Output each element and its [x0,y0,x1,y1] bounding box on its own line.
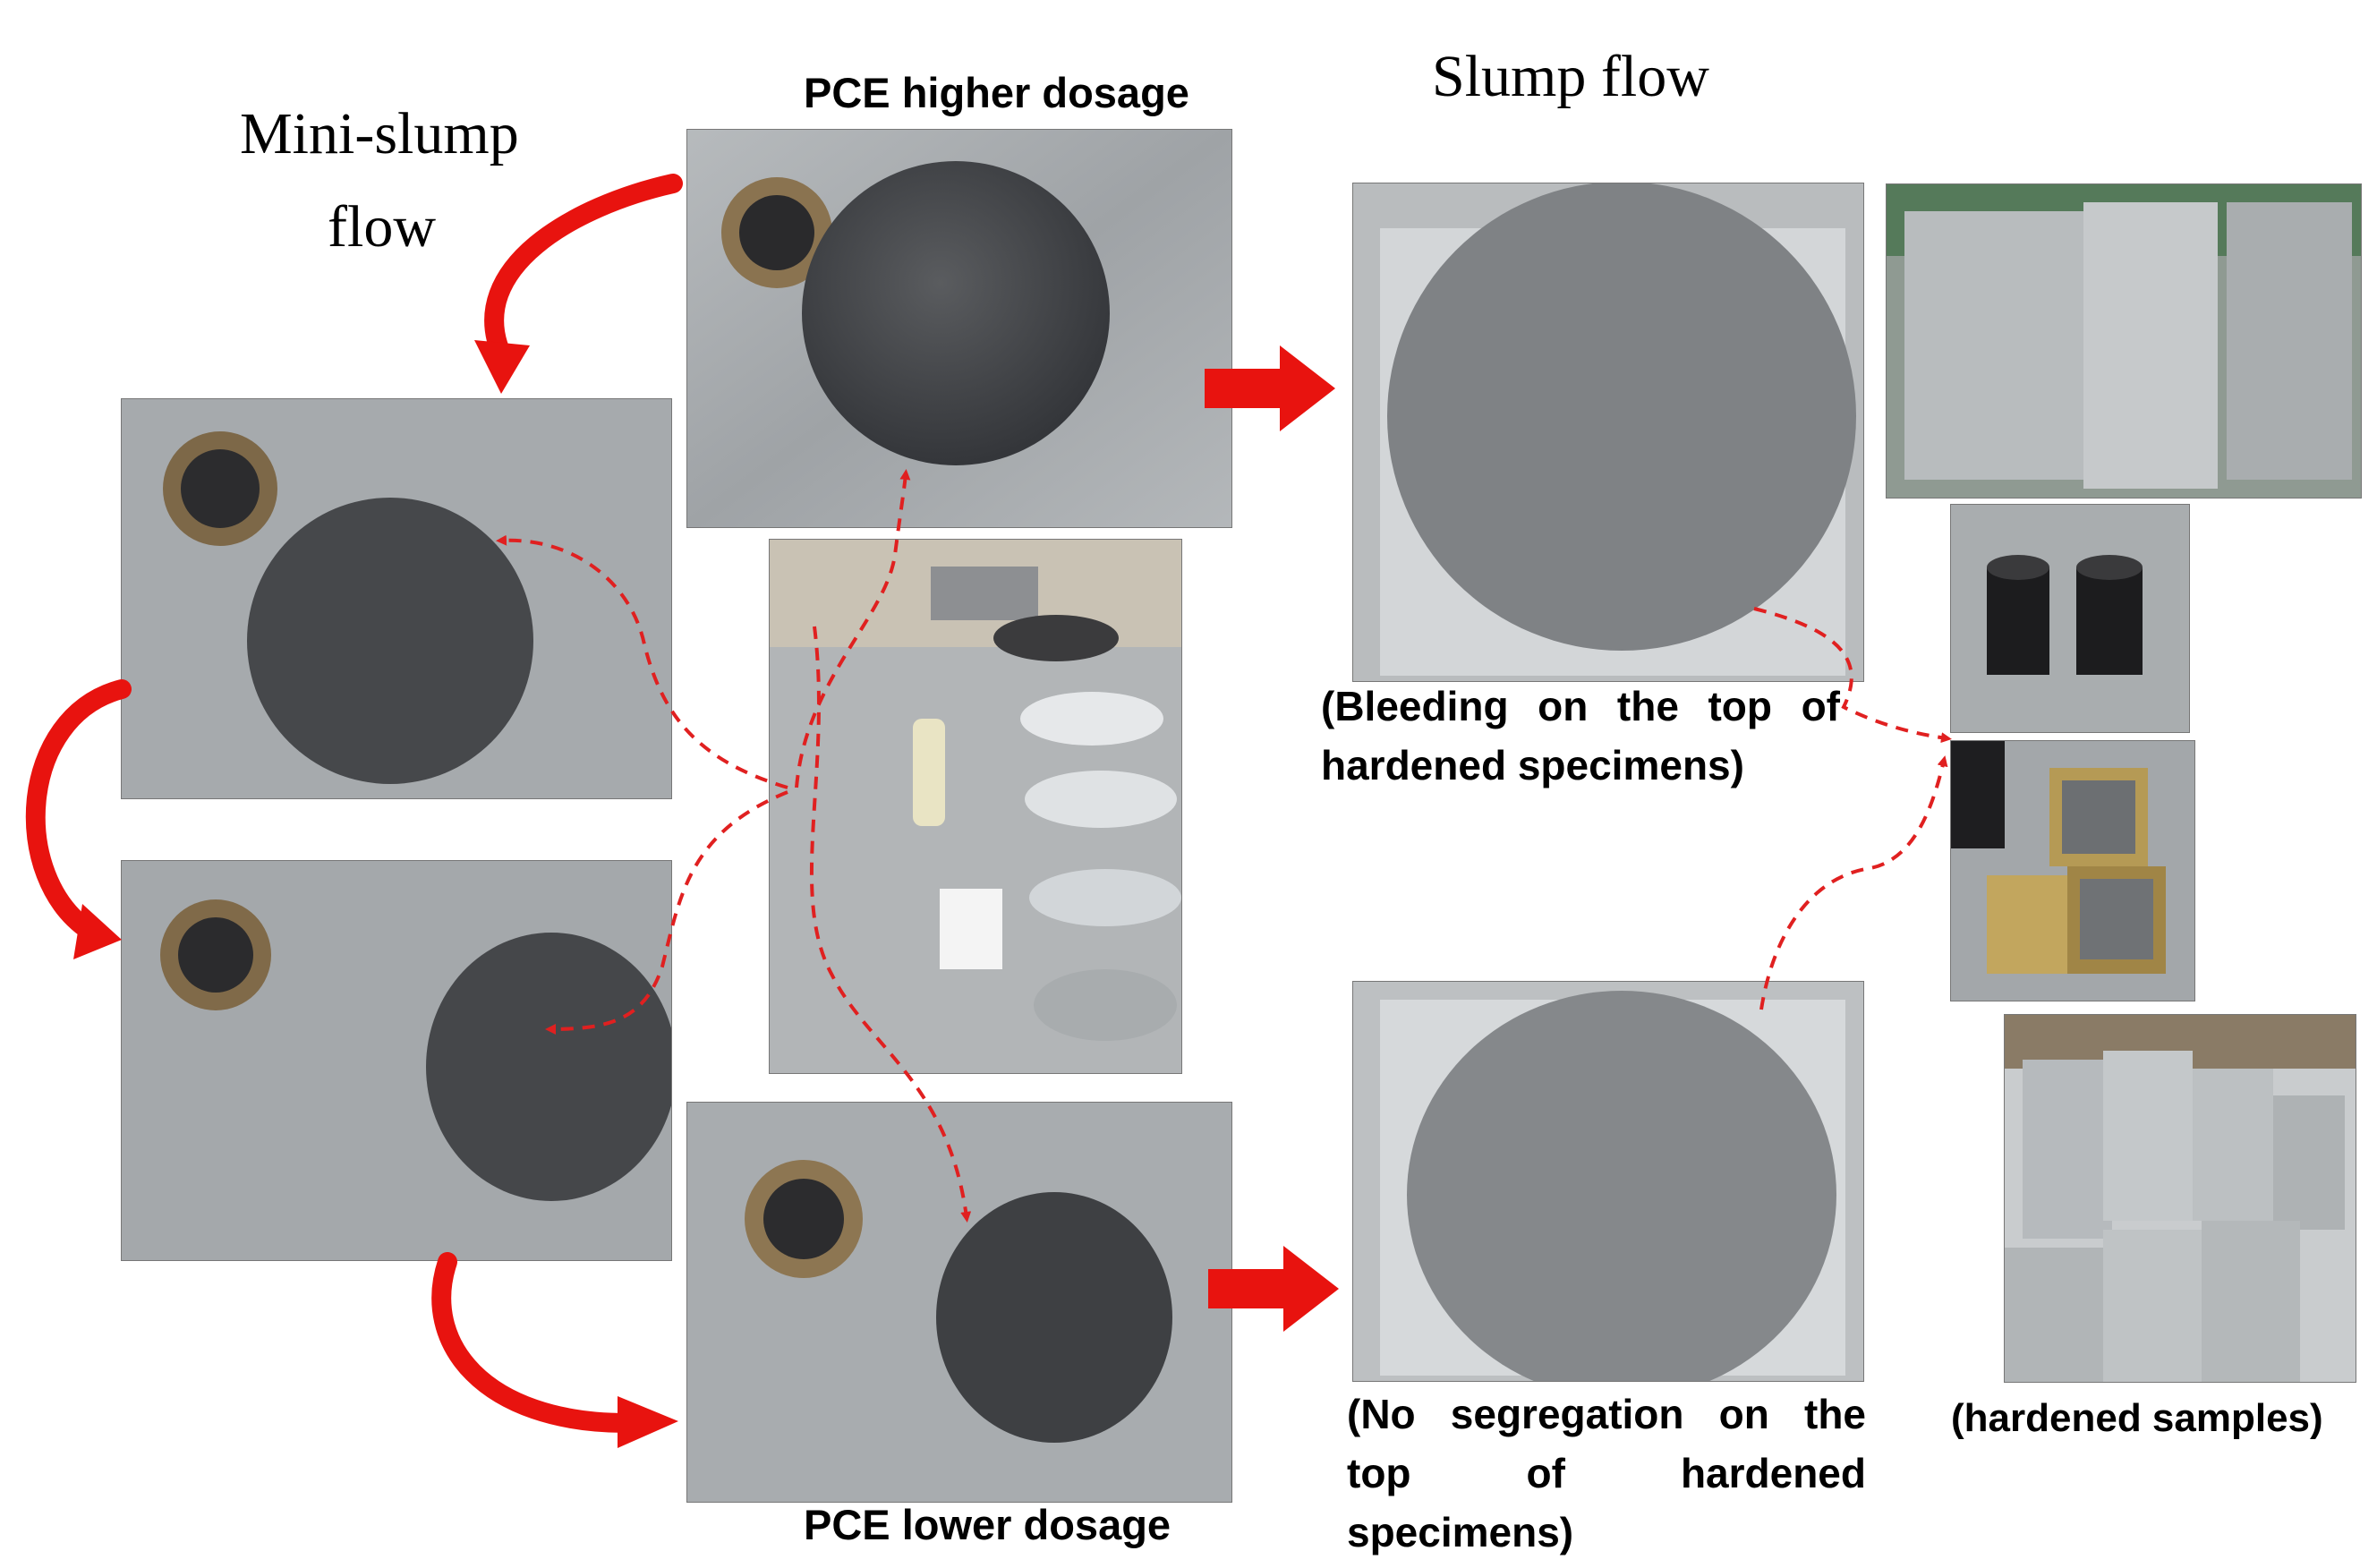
no-segregation-caption-line3: specimens) [1347,1509,1574,1555]
no-segregation-caption: (No segregation on the top of hardened s… [1347,1385,1866,1562]
photo-cylinder-molds [1951,505,2189,732]
pce-lower-dosage-label: PCE lower dosage [804,1501,1171,1548]
photo-cube-molds [1951,741,2194,1001]
curved-red-arrow-left [25,679,132,959]
mini-slump-title-line2: flow [328,194,436,260]
no-segregation-caption-line1: (No segregation on the [1347,1391,1866,1437]
bleeding-caption: (Bleeding on the top of hardened specime… [1321,677,1840,795]
bleeding-caption-line1: (Bleeding on the top of [1321,683,1840,729]
photo-materials [770,540,1181,1073]
photo-slump-flow-no-segregation [1353,982,1863,1381]
bleeding-caption-line2: hardened specimens) [1321,742,1744,788]
photo-hardened-samples [2005,1015,2356,1382]
pce-higher-dosage-label: PCE higher dosage [804,69,1189,116]
photo-pce-lower-mini-slump [687,1103,1231,1502]
photo-pce-higher-mini-slump [687,130,1231,527]
hardened-samples-caption: (hardened samples) [1951,1396,2323,1440]
no-segregation-caption-line2: top of hardened [1347,1450,1866,1496]
photo-mini-slump-upper [122,399,671,798]
photo-hardened-specimens-large [1887,184,2361,498]
dashed-red-arrow-no-seg-to-samples [1759,755,1948,1010]
slump-flow-title: Slump flow [1432,44,1709,109]
mini-slump-title-line1: Mini-slump [240,101,519,166]
photo-mini-slump-lower [122,861,671,1260]
curved-red-arrow-bottom [431,1252,678,1448]
photo-slump-flow-bleeding [1353,183,1863,681]
curved-red-arrow-top [474,174,683,394]
